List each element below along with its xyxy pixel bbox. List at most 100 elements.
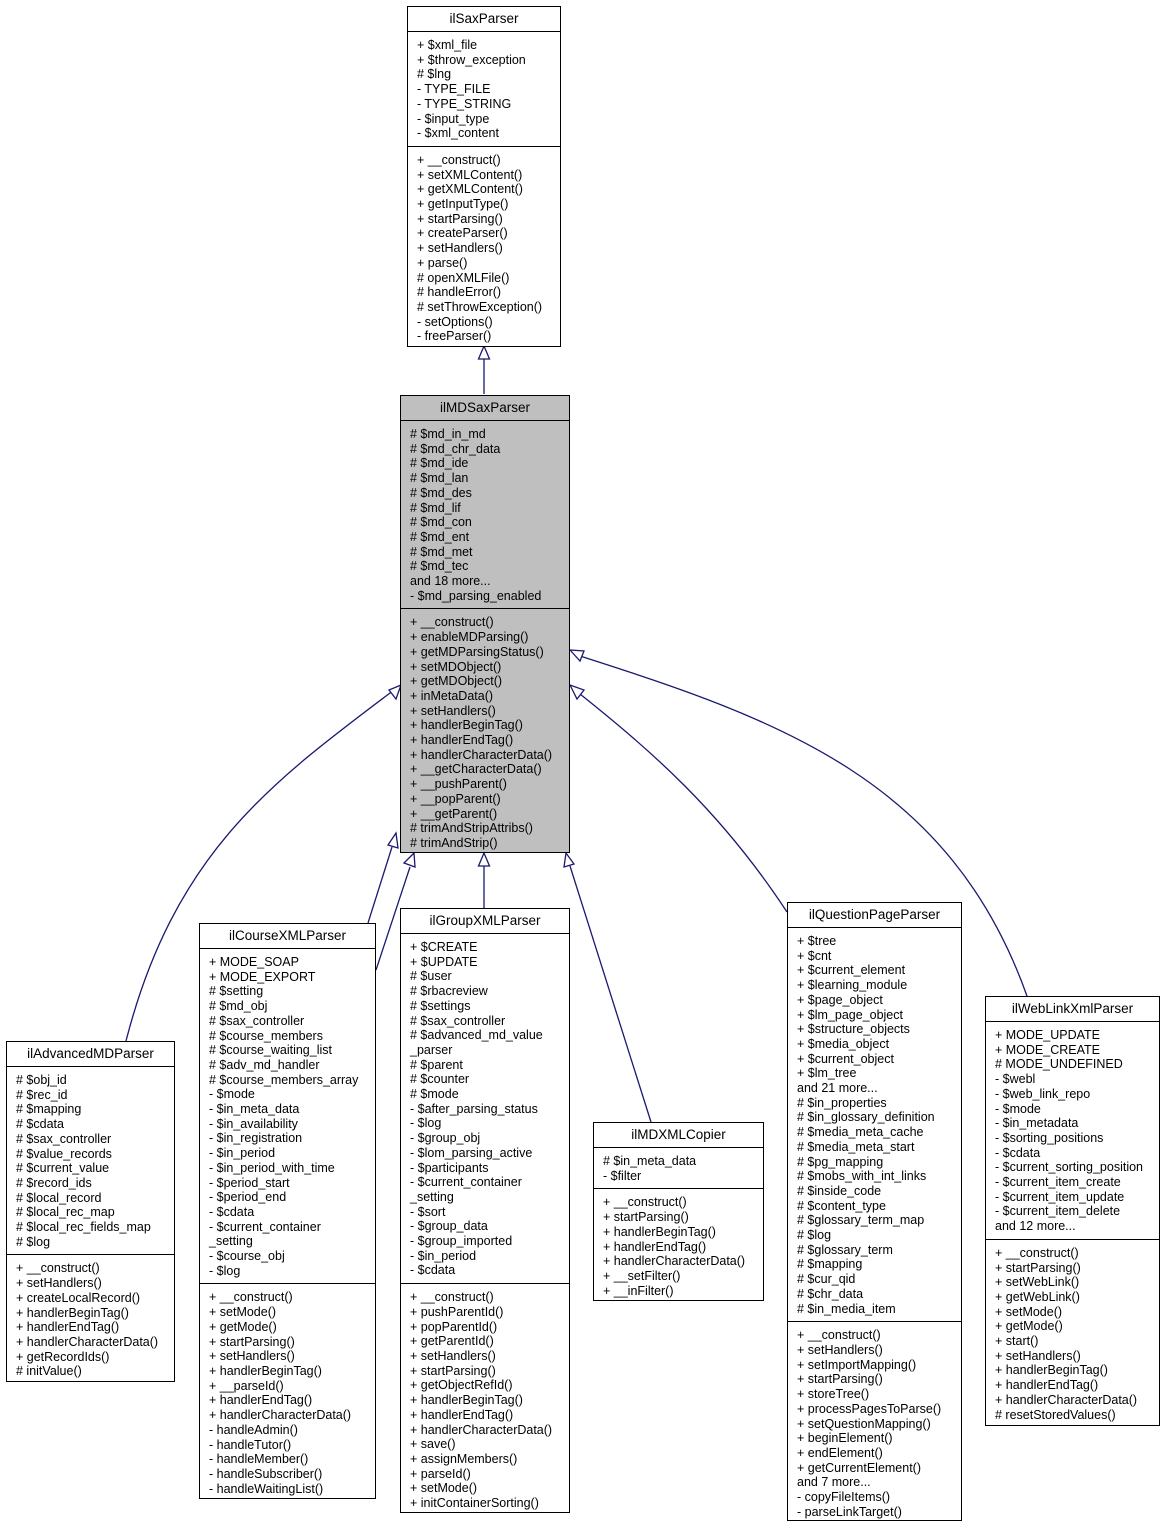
method-line: + getInputType(): [417, 197, 509, 212]
attribute-line: - $md_parsing_enabled: [410, 588, 542, 603]
attribute-line: # $local_rec_map: [16, 1205, 115, 1220]
attributes-section: # $in_meta_data- $filter: [594, 1148, 763, 1188]
method-line: + handlerBeginTag(): [995, 1363, 1108, 1378]
method-line: + setMode(): [410, 1481, 478, 1496]
class-ilSaxParser[interactable]: ilSaxParser + $xml_file+ $throw_exceptio…: [407, 6, 561, 347]
attribute-line: # $log: [16, 1234, 51, 1249]
class-ilWebLinkXmlParser[interactable]: ilWebLinkXmlParser + MODE_UPDATE+ MODE_C…: [985, 996, 1160, 1426]
method-line: + handlerBeginTag(): [16, 1305, 129, 1320]
attribute-line: + MODE_CREATE: [995, 1042, 1100, 1057]
attribute-line: - $group_obj: [410, 1131, 481, 1146]
attribute-line: # $content_type: [797, 1198, 886, 1213]
class-ilQuestionPageParser[interactable]: ilQuestionPageParser + $tree+ $cnt+ $cur…: [787, 902, 962, 1521]
attribute-line: # $md_obj: [209, 999, 268, 1014]
method-line: + __pushParent(): [410, 777, 507, 792]
attribute-line: - $after_parsing_status: [410, 1101, 538, 1116]
arrowhead-copier: [563, 851, 576, 868]
attribute-line: - $sorting_positions: [995, 1130, 1104, 1145]
attribute-line: # $record_ids: [16, 1175, 92, 1190]
edge-advmd-to-mdsax: [125, 689, 395, 1042]
method-line: + setHandlers(): [209, 1349, 295, 1364]
attribute-line: # $course_waiting_list: [209, 1043, 332, 1058]
methods-section: + __construct()+ setHandlers()+ createLo…: [7, 1254, 174, 1384]
class-ilMDSaxParser[interactable]: ilMDSaxParser # $md_in_md# $md_chr_data#…: [400, 395, 570, 853]
method-line: + getObjectRefId(): [410, 1378, 513, 1393]
arrowhead-course-b: [402, 851, 416, 868]
method-line: + __construct(): [209, 1290, 293, 1305]
attribute-line: # $log: [797, 1228, 832, 1243]
attribute-line: - $sort: [410, 1204, 446, 1219]
attribute-line: - $current_item_create: [995, 1175, 1121, 1190]
attribute-line: + $CREATE: [410, 940, 478, 954]
attribute-line: + $UPDATE: [410, 954, 478, 969]
attribute-line: # $obj_id: [16, 1073, 67, 1087]
method-line: + setHandlers(): [16, 1276, 102, 1291]
method-line: + setImportMapping(): [797, 1357, 917, 1372]
method-line: + __parseId(): [209, 1378, 284, 1393]
attribute-line: - $mode: [995, 1101, 1041, 1116]
class-title: ilCourseXMLParser: [200, 924, 375, 949]
attribute-line: - $log: [209, 1263, 241, 1278]
class-title: ilGroupXMLParser: [401, 909, 569, 934]
attribute-line: # $course_members: [209, 1028, 323, 1043]
attribute-line: # $course_members_array: [209, 1072, 359, 1087]
method-line: + setHandlers(): [995, 1348, 1081, 1363]
attribute-line: - $xml_content: [417, 126, 499, 141]
method-line: # setThrowException(): [417, 299, 543, 314]
attribute-line: # $local_record: [16, 1190, 102, 1205]
method-line: + createLocalRecord(): [16, 1290, 141, 1305]
attribute-line: # $cur_qid: [797, 1272, 856, 1287]
arrowhead-sax: [477, 344, 491, 360]
method-line: + handlerEndTag(): [603, 1239, 707, 1254]
class-ilAdvancedMDParser[interactable]: ilAdvancedMDParser # $obj_id# $rec_id# $…: [6, 1041, 175, 1382]
method-line: + setMDObject(): [410, 659, 502, 674]
method-line: + __construct(): [16, 1261, 100, 1276]
attribute-line: - $filter: [603, 1168, 642, 1183]
attribute-line: # $pg_mapping: [797, 1154, 884, 1169]
class-ilMDXMLCopier[interactable]: ilMDXMLCopier # $in_meta_data- $filter +…: [593, 1122, 764, 1301]
attribute-line: - $current_item_delete: [995, 1204, 1121, 1219]
method-line: + inMetaData(): [410, 688, 494, 703]
method-line: + setWebLink(): [995, 1275, 1080, 1290]
method-line: + __construct(): [797, 1328, 881, 1343]
attribute-line: - $current_item_update: [995, 1189, 1125, 1204]
method-line: + setMode(): [995, 1304, 1063, 1319]
attribute-line: - $current_container: [209, 1219, 321, 1234]
attribute-line: # $in_properties: [797, 1095, 887, 1110]
method-line: # openXMLFile(): [417, 270, 510, 285]
method-line: # initValue(): [16, 1364, 82, 1379]
attribute-line: - $current_sorting_position: [995, 1160, 1143, 1175]
method-line: + parseId(): [410, 1466, 471, 1481]
method-line: + handlerCharacterData(): [16, 1334, 159, 1349]
attribute-line: # $settings: [410, 998, 471, 1013]
method-line: + getWebLink(): [995, 1289, 1080, 1304]
class-ilCourseXMLParser[interactable]: ilCourseXMLParser + MODE_SOAP+ MODE_EXPO…: [199, 923, 376, 1499]
class-title: ilSaxParser: [408, 7, 560, 32]
attribute-line: # $in_media_item: [797, 1301, 896, 1316]
attribute-line: - $in_metadata: [995, 1116, 1079, 1131]
method-line: + handlerEndTag(): [410, 733, 514, 748]
attribute-line: # $md_met: [410, 544, 473, 559]
attribute-line: - $log: [410, 1116, 442, 1131]
method-line: + startParsing(): [995, 1260, 1081, 1275]
method-line: + getMDParsingStatus(): [410, 644, 544, 659]
method-line: + setHandlers(): [797, 1342, 883, 1357]
class-ilGroupXMLParser[interactable]: ilGroupXMLParser + $CREATE+ $UPDATE# $us…: [400, 908, 570, 1513]
method-line: + handlerCharacterData(): [603, 1254, 746, 1269]
attributes-section: + MODE_SOAP+ MODE_EXPORT# $setting# $md_…: [200, 949, 375, 1283]
arrowhead-weblink: [568, 649, 585, 663]
attribute-line: # $md_ent: [410, 529, 470, 544]
attribute-line: # $cdata: [16, 1117, 64, 1132]
method-line: + __construct(): [417, 152, 501, 167]
method-line: + __construct(): [410, 1290, 494, 1305]
attributes-section: # $md_in_md# $md_chr_data# $md_ide# $md_…: [401, 421, 569, 608]
attribute-line: + $xml_file: [417, 38, 478, 52]
method-line: + initContainerSorting(): [410, 1496, 539, 1511]
attribute-line: # $md_tec: [410, 559, 469, 574]
method-line: + __construct(): [603, 1195, 687, 1210]
attribute-line: - TYPE_STRING: [417, 96, 512, 111]
method-line: + __getParent(): [410, 806, 498, 821]
attributes-section: + MODE_UPDATE+ MODE_CREATE# MODE_UNDEFIN…: [986, 1022, 1159, 1239]
attribute-line: # $sax_controller: [16, 1131, 112, 1146]
attribute-line: _setting: [209, 1234, 253, 1249]
